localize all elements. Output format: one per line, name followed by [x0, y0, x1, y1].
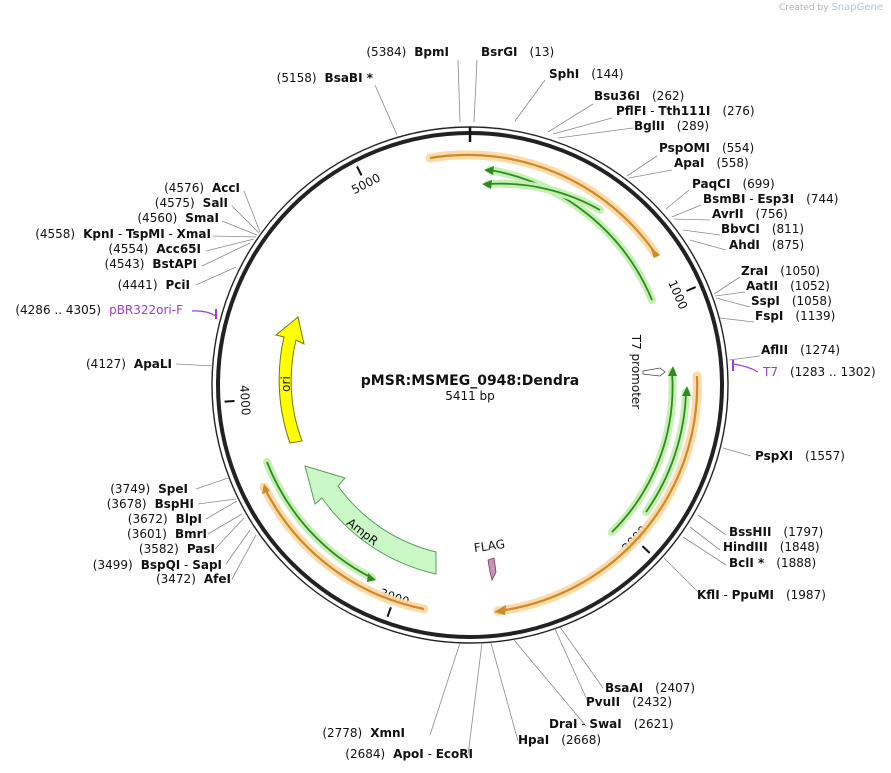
site-label: BsaAI(2407) [605, 681, 695, 695]
site-label: PspXI(1557) [755, 449, 845, 463]
site-label: (4441)PciI [118, 278, 190, 292]
scale-tick-mark [641, 545, 651, 554]
site-label: (5384)BpmI [366, 45, 449, 59]
site-label: (4558)KpnI - TspMI - XmaI [35, 227, 211, 241]
site-label: SphI(144) [549, 67, 624, 81]
site-label: BglII(289) [634, 119, 709, 133]
site-label: ApaI(558) [674, 156, 749, 170]
flag-label: FLAG [473, 537, 506, 555]
site-labels: (5384)BpmI BsrGI(13) SphI(144) (5158)BsaBI … [15, 45, 875, 761]
site-label: PflFI - Tth111I(276) [616, 104, 755, 118]
site-label: (2684)ApoI - EcoRI [345, 747, 473, 761]
site-label: (3582)PasI [139, 542, 215, 556]
site-label: (4127)ApaLI [86, 357, 172, 371]
ori-label: ori [279, 376, 293, 392]
leader-lines [175, 59, 761, 756]
flag-feature [487, 557, 497, 582]
plasmid-name: pMSR:MSMEG_0948:Dendra [361, 373, 579, 389]
site-label: (3678)BspHI [107, 497, 194, 511]
site-label: FspI(1139) [755, 309, 835, 323]
site-label: SspI(1058) [751, 294, 832, 308]
snapgene-credit: Created by SnapGene [779, 2, 883, 13]
scale-tick-mark [356, 166, 363, 176]
orf-arcs [259, 150, 702, 616]
site-label: (4543)BstAPI [105, 257, 197, 271]
site-label: PaqCI(699) [692, 177, 775, 191]
scale-tick-mark [386, 606, 392, 618]
site-label: DraI - SwaI(2621) [549, 717, 674, 731]
site-label: BsrGI(13) [481, 45, 554, 59]
site-label: BbvCI(811) [721, 222, 804, 236]
site-label: (4575)SalI [155, 196, 228, 210]
site-label: (3499)BspQI - SapI [93, 558, 222, 572]
site-label: HpaI(2668) [518, 733, 601, 747]
site-label: AflII(1274) [761, 343, 840, 357]
scale-tick-label: 5000 [349, 171, 383, 197]
site-label: BsmBI - Esp3I(744) [703, 192, 838, 206]
site-label: PspOMI(554) [659, 141, 754, 155]
credit-brand: SnapGene [831, 2, 883, 13]
t7-promoter-feature [642, 367, 666, 377]
ori-feature [274, 316, 305, 444]
credit-prefix: Created by [779, 3, 829, 13]
site-label: AhdI(875) [729, 238, 804, 252]
site-label: (4286 .. 4305)pBR322ori-F [15, 303, 183, 317]
site-label: PvuII(2432) [586, 695, 672, 709]
t7-primer-marker [732, 363, 759, 373]
site-label: (3672)BlpI [128, 512, 202, 526]
site-label: (3472)AfeI [156, 572, 231, 586]
site-label: (3601)BmrI [127, 527, 207, 541]
site-label: BclI *(1888) [729, 556, 816, 570]
site-label: (4576)AccI [164, 181, 240, 195]
plasmid-size: 5411 bp [445, 389, 495, 403]
site-label: AvrII(756) [712, 207, 788, 221]
site-label: (2778)XmnI [322, 726, 405, 740]
site-label: BssHII(1797) [729, 525, 823, 539]
site-label: (3749)SpeI [110, 482, 188, 496]
site-label: T7(1283 .. 1302) [762, 365, 876, 379]
site-label: KflI - PpuMI(1987) [697, 588, 826, 602]
site-label: HindIII(1848) [723, 540, 820, 554]
scale-tick-mark [686, 286, 697, 292]
scale-tick-label: 1000 [665, 278, 690, 312]
site-label: Bsu36I(262) [594, 89, 684, 103]
green-arcs [263, 166, 691, 582]
site-label: (4554)Acc65I [108, 242, 201, 256]
site-label: (5158)BsaBI * [277, 71, 374, 85]
site-label: AatII(1052) [746, 279, 830, 293]
ampr-feature [304, 465, 437, 575]
scale-tick-label: 4000 [237, 385, 253, 416]
scale-tick-mark [224, 399, 235, 403]
site-label: ZraI(1050) [741, 264, 820, 278]
t7-promoter-label: T7 promoter [629, 334, 643, 410]
pbr322ori-primer-marker [191, 310, 217, 317]
site-label: (4560)SmaI [137, 211, 219, 225]
